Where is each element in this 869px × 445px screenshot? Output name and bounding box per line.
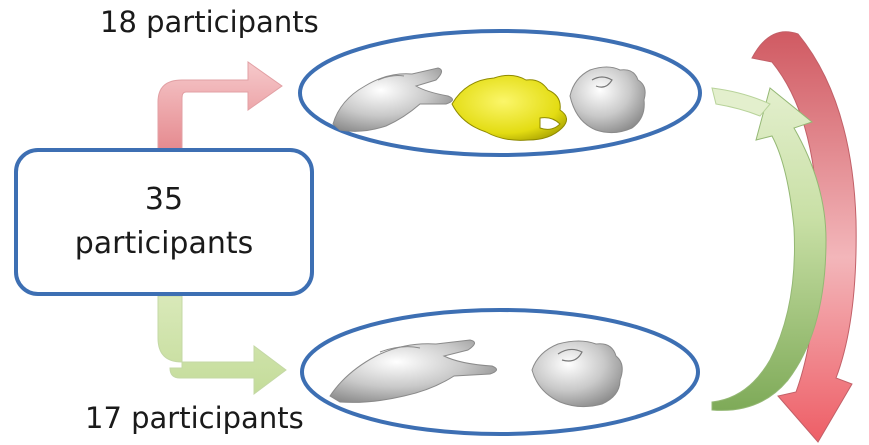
crossover-arrow-up-icon <box>711 87 827 411</box>
virtual-yellow-hand-icon <box>451 74 567 141</box>
split-arrow-down-icon <box>157 295 287 395</box>
top-group-label: 18 participants <box>100 5 319 39</box>
closed-hand-icon <box>531 340 623 408</box>
total-unit-label: participants <box>74 226 254 261</box>
total-count: 35 <box>144 182 184 217</box>
open-hand-icon <box>332 67 453 132</box>
split-arrow-up-icon <box>157 61 283 151</box>
closed-hand-icon <box>569 66 646 134</box>
open-hand-icon <box>329 339 497 403</box>
bottom-group-label: 17 participants <box>85 401 304 435</box>
total-participants-box: 35 participants <box>14 148 314 296</box>
